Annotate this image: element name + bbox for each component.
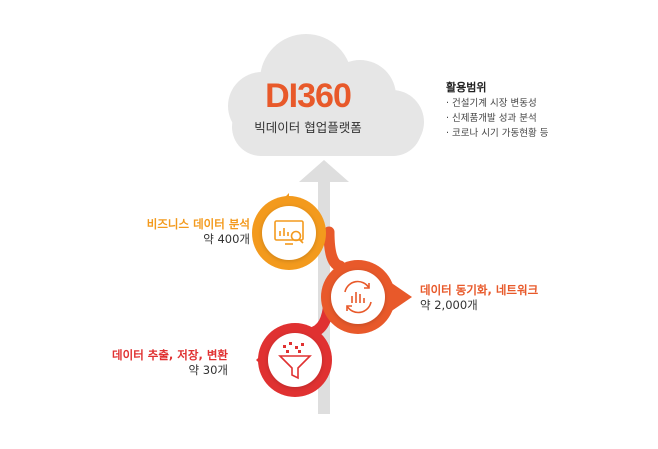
stage-1-disc xyxy=(262,206,316,260)
cloud-shape xyxy=(228,34,424,156)
stage-3-label: 데이터 추출, 저장, 변환 약 30개 xyxy=(112,348,228,378)
stage-2-node xyxy=(321,260,412,334)
stage-2-count: 약 2,000개 xyxy=(420,298,478,312)
stage-2-title: 데이터 동기화, 네트워크 xyxy=(420,283,539,297)
stage-3-node xyxy=(256,323,332,397)
scope-title: 활용범위 xyxy=(446,81,487,94)
stage-2-label: 데이터 동기화, 네트워크 약 2,000개 xyxy=(420,283,538,313)
stage-1-count: 약 400개 xyxy=(203,232,250,246)
analytics-monitor-icon xyxy=(274,220,304,245)
funnel-icon xyxy=(278,342,312,380)
sync-chart-icon xyxy=(344,280,372,314)
scope-item: 건설기계 시장 변동성 xyxy=(446,96,549,111)
connector-stage-1-2 xyxy=(323,226,346,272)
scope-item: 신제품개발 성과 분석 xyxy=(446,111,549,126)
scope-list: 건설기계 시장 변동성 신제품개발 성과 분석 코로나 시기 가동현황 등 xyxy=(446,96,549,141)
stage-3-count: 약 30개 xyxy=(188,363,228,377)
stage-1-title: 비즈니스 데이터 분석 xyxy=(146,217,250,231)
scope-item: 코로나 시기 가동현황 등 xyxy=(446,126,548,141)
brand-title: DI360 xyxy=(265,77,352,115)
stage-3-title: 데이터 추출, 저장, 변환 xyxy=(112,348,228,362)
stage-3-disc xyxy=(268,333,322,387)
stage-1-label: 비즈니스 데이터 분석 약 400개 xyxy=(147,217,250,247)
brand-subtitle: 빅데이터 협업플랫폼 xyxy=(254,120,362,135)
stage-1-node xyxy=(252,193,326,270)
stage-2-disc xyxy=(331,270,385,324)
